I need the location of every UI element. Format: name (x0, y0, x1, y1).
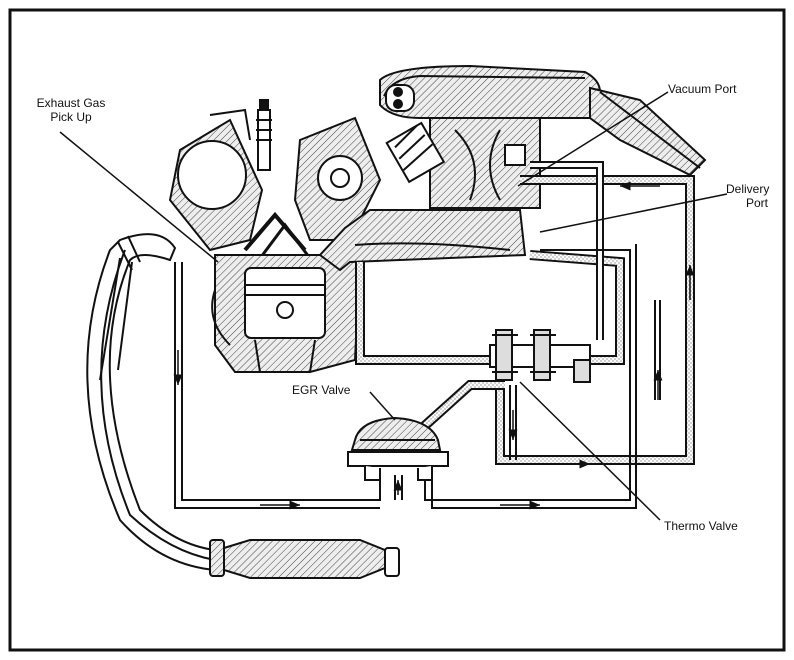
callout-leaders (59, 91, 728, 521)
thermo-valve-cluster (489, 329, 591, 383)
engine-block (168, 99, 382, 373)
label-delivery-line1: Delivery (726, 182, 770, 196)
label-exhaust-line1: Exhaust Gas (36, 96, 106, 110)
leader-delivery-port (539, 193, 728, 233)
egr-piping (355, 161, 695, 465)
label-exhaust-gas-pick-up: Exhaust Gas Pick Up (22, 96, 120, 124)
leader-exhaust-gas (59, 131, 219, 263)
label-egr-valve: EGR Valve (292, 383, 351, 397)
leader-thermo-valve (519, 381, 661, 521)
label-thermo-valve: Thermo Valve (664, 519, 738, 533)
egr-valve (347, 416, 449, 481)
manifold-crossover (318, 209, 527, 272)
carburetor (385, 117, 541, 209)
label-vacuum-port: Vacuum Port (668, 82, 737, 96)
catalytic-converter (209, 539, 400, 579)
air-cleaner (379, 64, 707, 177)
label-delivery-port: Delivery Port (726, 182, 770, 210)
leader-egr-valve (369, 391, 396, 421)
flow-arrows (173, 181, 695, 510)
leader-vacuum-port (517, 91, 669, 187)
exhaust-pipe (86, 233, 216, 572)
label-exhaust-line2: Pick Up (50, 110, 92, 124)
label-delivery-line2: Port (745, 196, 768, 210)
